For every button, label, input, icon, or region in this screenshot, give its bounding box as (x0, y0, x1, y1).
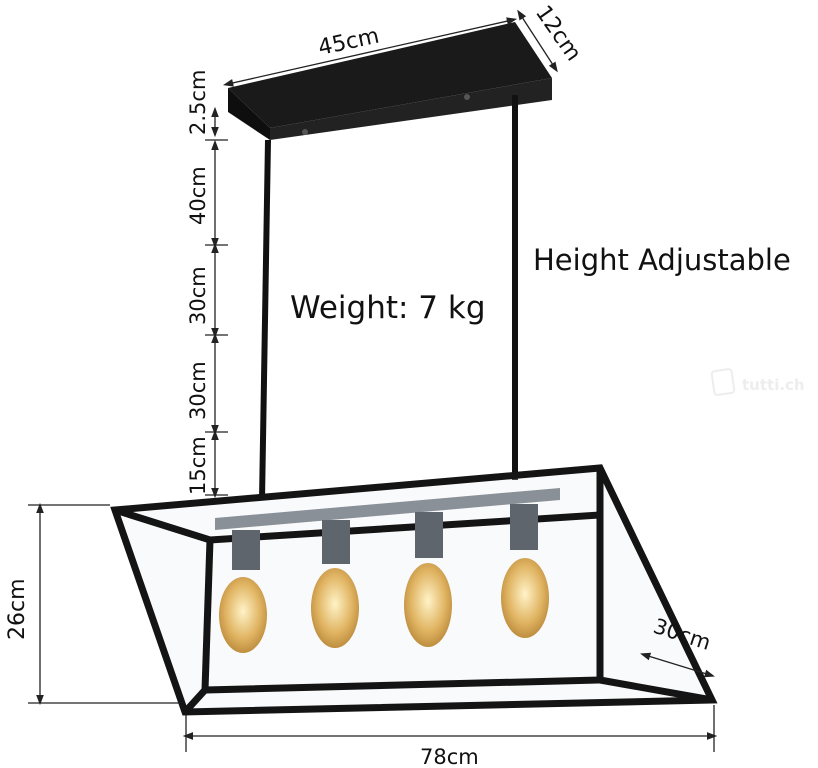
svg-text:tutti.ch: tutti.ch (742, 376, 805, 394)
dim-rod-segment-3: 30cm (186, 361, 210, 420)
weight-note: Weight: 7 kg (290, 290, 486, 326)
dim-lantern-height: 26cm (5, 578, 30, 640)
bulbs (219, 504, 549, 653)
dim-canopy-width: 12cm (530, 1, 586, 66)
height-adjustable-note: Height Adjustable (533, 243, 791, 277)
dimension-lines (28, 9, 718, 752)
dim-lantern-length: 78cm (420, 745, 479, 768)
dim-rod-segment-2: 30cm (186, 266, 210, 325)
watermark-logo: tutti.ch (710, 368, 805, 396)
dim-rod-segment-4: 15cm (186, 436, 210, 495)
dim-rod-segment-1: 40cm (186, 166, 210, 225)
dim-canopy-height: 2.5cm (186, 70, 210, 135)
rod-left (259, 139, 271, 501)
fixture-bar (215, 488, 560, 530)
canopy (228, 22, 552, 140)
